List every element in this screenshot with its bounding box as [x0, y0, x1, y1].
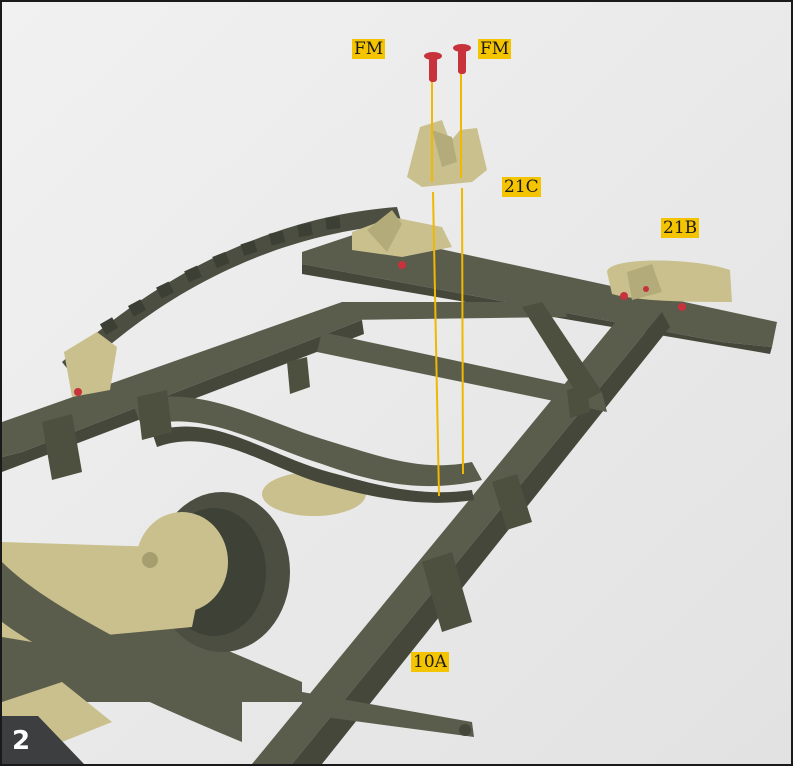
frame-rails	[2, 302, 670, 764]
label-part-10a: 10A	[411, 652, 449, 672]
screw-pin-icon	[424, 44, 471, 82]
brackets-21	[64, 210, 732, 397]
label-fm-left: FM	[352, 39, 386, 59]
label-part-21c: 21C	[502, 177, 541, 197]
rivet-markers	[74, 261, 686, 396]
leaf-spring	[62, 207, 402, 377]
step-number: 2	[12, 726, 31, 756]
cross-tube	[132, 396, 482, 487]
step-badge	[2, 716, 84, 764]
label-part-21b: 21B	[661, 218, 700, 238]
assembly-guide-lines	[431, 74, 464, 497]
label-fm-right: FM	[478, 39, 512, 59]
wheel-assembly	[2, 492, 290, 742]
